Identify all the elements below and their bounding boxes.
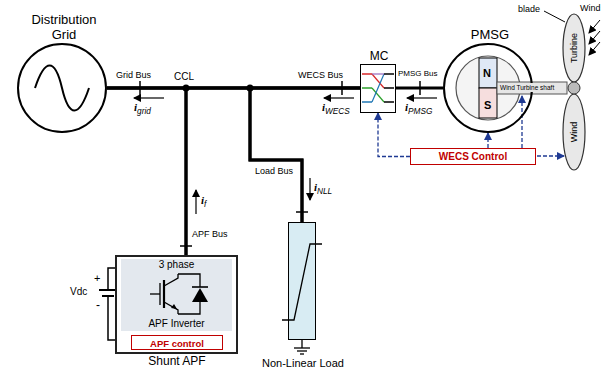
bus-name: PMSG Bus — [398, 68, 438, 79]
power-wire — [396, 87, 443, 90]
magnet-north — [479, 58, 497, 88]
leader-line — [544, 11, 565, 22]
wind-arrow — [589, 42, 600, 55]
control-arrow — [521, 96, 522, 148]
power-wire — [107, 88, 186, 255]
polarity-sign: + — [94, 271, 100, 285]
igbt-symbol — [171, 304, 177, 309]
polarity-sign: - — [96, 298, 100, 313]
current-symbol: if — [201, 193, 206, 212]
diode-symbol — [192, 286, 208, 288]
shunt-apf-box: 3 phaseAPF InverterShunt APFAPF control — [115, 255, 238, 354]
matrix-converter-box: MC — [360, 64, 396, 113]
capacitor-wire — [108, 268, 115, 290]
capacitor-wire — [108, 296, 115, 340]
part-name: blade — [518, 3, 540, 15]
current-symbol: iPMSG — [405, 100, 432, 119]
control-label: WECS Control — [439, 151, 507, 163]
wind-label: Wind — [580, 2, 601, 14]
pole-label: N — [483, 66, 491, 80]
wind-arrow — [589, 31, 600, 44]
switch-line — [384, 87, 394, 89]
switch-line — [384, 101, 394, 103]
current-arrow — [324, 97, 354, 98]
switch-line — [372, 74, 384, 88]
igbt-symbol — [164, 302, 178, 314]
sine-wave — [35, 66, 89, 111]
shaft-label: Wind Turbine shaft — [499, 83, 555, 92]
bus-name: APF Bus — [192, 228, 228, 240]
bus-name: Grid Bus — [116, 69, 151, 81]
bus-name: Load Bus — [255, 165, 293, 177]
control-line — [378, 113, 410, 157]
node-heading: PMSG — [445, 27, 535, 42]
diode-symbol — [178, 274, 200, 287]
control-box: WECS Control — [410, 148, 536, 165]
diode-symbol — [178, 302, 200, 314]
blade-text: Wind — [568, 122, 580, 143]
control-label: APF control — [150, 337, 204, 348]
turbine-blade — [563, 94, 585, 170]
current-symbol: iNLL — [314, 180, 332, 199]
switch-line — [362, 73, 372, 75]
node-heading: Non-Linear Load — [243, 357, 363, 370]
switch-line — [384, 73, 394, 75]
diode-symbol — [192, 288, 208, 302]
power-wire — [250, 88, 360, 222]
current-arrow — [134, 97, 164, 98]
current-arrow — [309, 178, 310, 200]
power-wire — [107, 88, 302, 222]
control-box: APF control — [131, 335, 223, 350]
igbt-symbol — [159, 283, 160, 305]
current-symbol: iWECS — [322, 100, 350, 119]
switch-line — [362, 101, 372, 103]
current-symbol: igrid — [134, 100, 151, 119]
ground-symbol — [294, 347, 310, 348]
turbine-blade — [563, 14, 585, 82]
blade-text: Turbine — [568, 33, 580, 63]
igbt-symbol — [163, 280, 165, 308]
pole-label: S — [484, 98, 491, 112]
node-heading: Distribution Grid — [19, 12, 109, 42]
switch-line — [372, 88, 384, 102]
igbt-symbol — [150, 293, 160, 294]
current-arrow — [195, 190, 196, 214]
igbt-symbol — [164, 274, 178, 286]
magnet-south — [479, 88, 497, 118]
box-text: 3 phase — [117, 259, 236, 271]
ground-symbol — [301, 340, 302, 348]
control-arrow — [537, 155, 564, 156]
node-heading: MC — [349, 49, 409, 63]
load-box: Non-Linear Load — [288, 222, 316, 340]
box-text: APF Inverter — [117, 318, 236, 330]
current-arrow — [407, 97, 437, 98]
node-heading: Shunt APF — [107, 354, 247, 368]
turbine-hub — [568, 82, 580, 94]
power-wire — [186, 88, 360, 255]
ground-symbol — [297, 350, 307, 351]
switch-line — [372, 73, 384, 74]
control-line — [487, 133, 488, 148]
voltage-label: Vdc — [70, 285, 87, 298]
grid-source-circle: Distribution Grid — [17, 43, 107, 133]
bus-name: WECS Bus — [298, 69, 343, 81]
bus-name: CCL — [174, 70, 194, 83]
wind-arrow — [589, 20, 600, 33]
switch-line — [362, 87, 372, 89]
switch-line — [372, 74, 384, 102]
ground-symbol — [300, 353, 304, 354]
